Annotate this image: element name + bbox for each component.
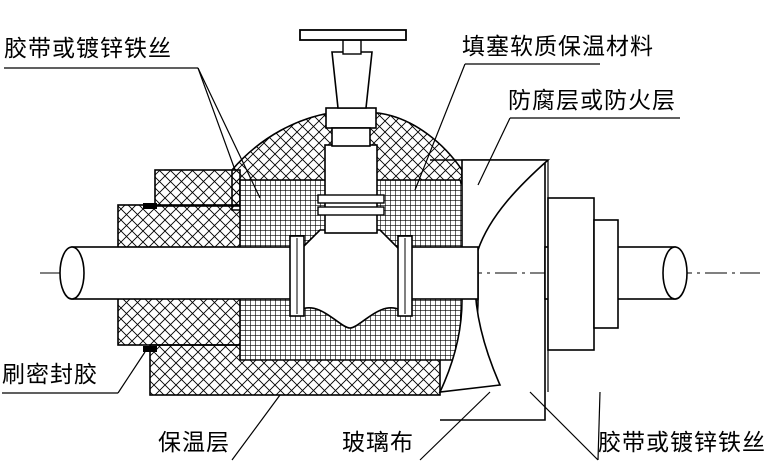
neck-band-2 bbox=[317, 206, 385, 216]
left-pipe-end bbox=[59, 246, 85, 300]
label-soft-fill: 填塞软质保温材料 bbox=[462, 34, 654, 60]
right-flange-nut bbox=[593, 219, 619, 329]
stem-collar bbox=[342, 39, 362, 55]
right-shell bbox=[438, 159, 551, 393]
label-glass-cloth: 玻璃布 bbox=[342, 430, 414, 456]
label-corrosion-fire-layer: 防腐层或防火层 bbox=[508, 88, 676, 114]
label-insulation-layer: 保温层 bbox=[158, 430, 230, 456]
leader-lines bbox=[2, 63, 680, 461]
sealant-mark-top bbox=[143, 203, 157, 209]
sealant-mark-bottom bbox=[143, 346, 157, 352]
label-sealant: 刷密封胶 bbox=[2, 362, 98, 388]
neck-band-1 bbox=[317, 194, 385, 204]
bonnet bbox=[325, 107, 377, 129]
band-upper bbox=[154, 169, 241, 207]
label-tape-wire-bottom: 胶带或镀锌铁丝 bbox=[598, 430, 766, 456]
right-pipe-end bbox=[662, 246, 688, 300]
valve-stem bbox=[331, 51, 373, 109]
bonnet-lower bbox=[331, 127, 371, 147]
valve-neck bbox=[324, 144, 378, 234]
left-pipe bbox=[71, 246, 479, 300]
right-flange bbox=[547, 197, 595, 351]
handwheel bbox=[299, 29, 407, 41]
label-tape-wire-top: 胶带或镀锌铁丝 bbox=[4, 36, 172, 62]
